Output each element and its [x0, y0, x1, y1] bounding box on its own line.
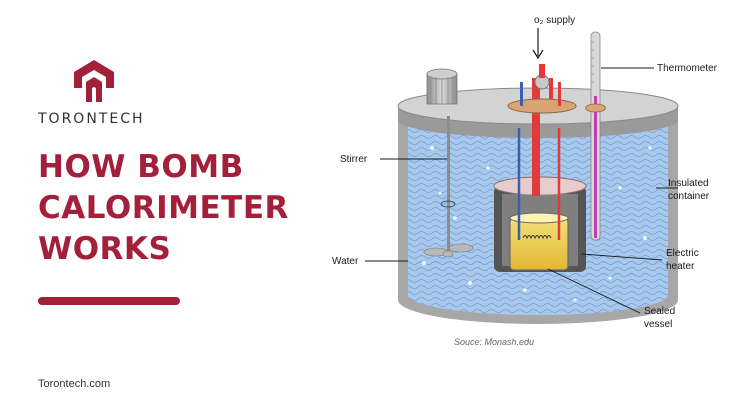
- stirrer-paddle: [423, 243, 474, 258]
- electric-heater-coil: [522, 235, 552, 240]
- label-electric: Electric: [666, 248, 699, 259]
- page-title: HOW BOMB CALORIMETER WORKS: [38, 147, 318, 270]
- label-sealed: Sealed: [644, 306, 675, 317]
- torontech-logo-icon: [74, 60, 114, 102]
- label-container: container: [668, 191, 710, 202]
- label-insulated: Insulated: [668, 178, 709, 189]
- label-vessel: vessel: [644, 319, 672, 330]
- brand-name: TORONTECH: [38, 111, 145, 127]
- oxygen-inlet-pipe: [532, 78, 540, 196]
- title-line-3: WORKS: [38, 231, 172, 267]
- leader-lines: [365, 67, 678, 314]
- label-o2-supply: o₂ supply: [534, 15, 575, 26]
- title-line-1: HOW BOMB: [38, 149, 244, 185]
- label-thermometer: Thermometer: [657, 63, 718, 74]
- stirrer-shaft: [447, 116, 450, 251]
- water-bubbles: [422, 146, 652, 302]
- bomb-calorimeter-diagram: o₂ supply Thermometer Stirrer Insulated …: [332, 15, 718, 347]
- oxygen-valve-plate: [507, 98, 577, 114]
- label-stirrer: Stirrer: [340, 154, 368, 165]
- label-water: Water: [332, 256, 359, 267]
- site-url: Torontech.com: [38, 378, 111, 390]
- label-heater: heater: [666, 261, 695, 272]
- title-line-2: CALORIMETER: [38, 190, 289, 226]
- accent-bar: [38, 297, 180, 305]
- source-credit: Souce: Monash.edu: [454, 337, 534, 347]
